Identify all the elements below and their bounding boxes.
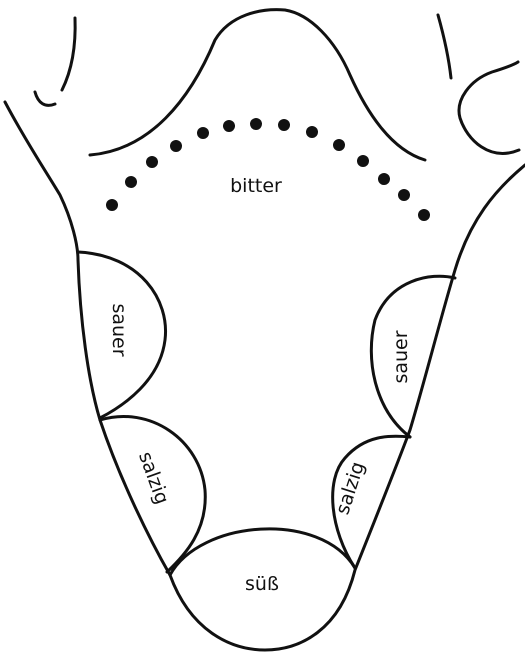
bitter-label: bitter: [230, 175, 282, 197]
left-curl-inner: [35, 92, 55, 105]
bitter-dot: [125, 176, 137, 188]
sweet-zone: [170, 529, 355, 575]
throat-outline: [90, 10, 425, 160]
bitter-dot: [357, 155, 369, 167]
bitter-dot: [378, 173, 390, 185]
bitter-dot: [223, 120, 235, 132]
salty-left-label: salzig: [134, 449, 173, 507]
bitter-dot: [418, 209, 430, 221]
sour-left-label: sauer: [108, 303, 130, 356]
left-curl-outer: [62, 18, 75, 90]
sour-right-label: sauer: [390, 330, 412, 383]
bitter-dot: [398, 189, 410, 201]
bitter-zone-dots: [106, 118, 430, 221]
bitter-dot: [197, 127, 209, 139]
bitter-dot: [333, 139, 345, 151]
bitter-dot: [106, 199, 118, 211]
sour-zone-right: [371, 276, 455, 437]
right-curl-inner: [459, 62, 519, 153]
bitter-dot: [146, 156, 158, 168]
right-curl-outer: [438, 15, 451, 78]
bitter-dot: [170, 140, 182, 152]
sweet-label: süß: [245, 573, 279, 595]
bitter-dot: [278, 119, 290, 131]
bitter-dot: [306, 126, 318, 138]
bitter-dot: [250, 118, 262, 130]
